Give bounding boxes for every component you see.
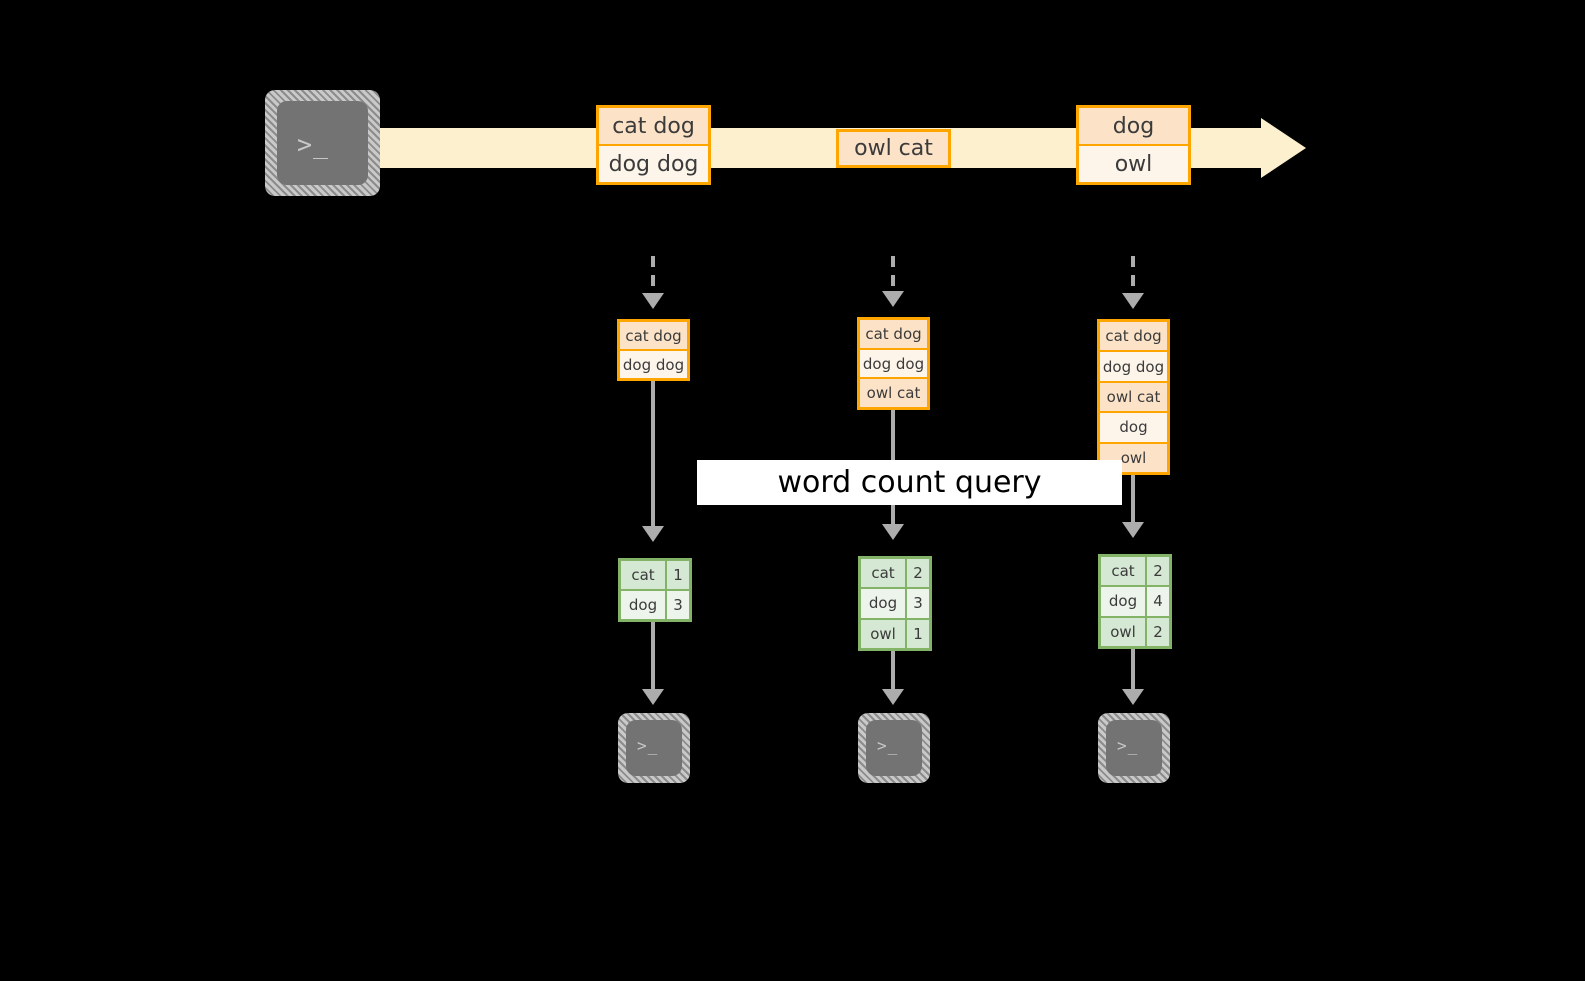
stack-row: owl cat <box>1100 380 1167 412</box>
column-3-query-connector <box>1131 475 1135 523</box>
column-2-record-stack[interactable]: cat dog dog dog owl cat <box>857 317 930 410</box>
terminal-prompt-glyph: >_ <box>877 736 899 755</box>
query-caption-band: word count query <box>697 460 1122 505</box>
terminal-prompt-glyph: >_ <box>1117 736 1139 755</box>
column-1-dashed-arrowhead <box>642 293 664 309</box>
result-word: dog <box>1101 587 1145 616</box>
record-line: owl <box>1079 144 1188 182</box>
stack-row: owl <box>1100 441 1167 473</box>
stack-row: dog dog <box>620 349 687 378</box>
table-row: owl 1 <box>861 617 929 648</box>
result-word: cat <box>621 561 665 589</box>
record-line: dog dog <box>599 144 708 182</box>
stream-arrow-head <box>1261 118 1306 178</box>
stack-row: owl cat <box>860 377 927 408</box>
column-3-sink-arrowhead <box>1122 689 1144 705</box>
column-1-sink-terminal-icon[interactable]: >_ <box>618 713 690 783</box>
stream-record-1[interactable]: cat dog dog dog <box>596 105 711 185</box>
column-1-record-stack[interactable]: cat dog dog dog <box>617 319 690 381</box>
column-3-record-stack[interactable]: cat dog dog dog owl cat dog owl <box>1097 319 1170 475</box>
column-2-sink-terminal-icon[interactable]: >_ <box>858 713 930 783</box>
result-count: 4 <box>1145 587 1169 616</box>
result-word: cat <box>1101 557 1145 586</box>
terminal-body <box>626 720 682 776</box>
result-count: 3 <box>905 589 929 618</box>
result-word: dog <box>621 591 665 619</box>
table-row: dog 3 <box>621 589 689 619</box>
result-count: 2 <box>905 559 929 588</box>
column-3-result-table[interactable]: cat 2 dog 4 owl 2 <box>1098 554 1172 649</box>
column-3-query-arrowhead <box>1122 522 1144 538</box>
table-row: cat 2 <box>861 559 929 588</box>
result-count: 2 <box>1145 557 1169 586</box>
column-1-dashed-connector <box>651 256 655 294</box>
result-count: 2 <box>1145 617 1169 646</box>
column-1-query-arrowhead <box>642 526 664 542</box>
column-2-result-table[interactable]: cat 2 dog 3 owl 1 <box>858 556 932 651</box>
result-count: 1 <box>665 561 689 589</box>
result-count: 3 <box>665 591 689 619</box>
result-word: dog <box>861 589 905 618</box>
stack-row: cat dog <box>1100 322 1167 351</box>
column-2-dashed-arrowhead <box>882 291 904 307</box>
terminal-body <box>277 101 368 185</box>
record-line: owl cat <box>839 132 948 165</box>
column-1-result-table[interactable]: cat 1 dog 3 <box>618 558 692 622</box>
table-row: owl 2 <box>1101 615 1169 646</box>
table-row: dog 3 <box>861 587 929 618</box>
stack-row: cat dog <box>620 322 687 349</box>
stream-record-2[interactable]: owl cat <box>836 129 951 168</box>
query-caption-label: word count query <box>777 465 1042 500</box>
stream-record-3[interactable]: dog owl <box>1076 105 1191 185</box>
result-word: cat <box>861 559 905 588</box>
column-1-sink-connector <box>651 622 655 690</box>
result-count: 1 <box>905 619 929 648</box>
stack-row: cat dog <box>860 320 927 348</box>
stack-row: dog <box>1100 411 1167 442</box>
table-row: cat 2 <box>1101 557 1169 586</box>
column-2-sink-connector <box>891 651 895 690</box>
column-1-query-connector <box>651 381 655 527</box>
source-terminal-icon[interactable]: >_ <box>265 90 380 196</box>
stack-row: dog dog <box>860 347 927 378</box>
table-row: cat 1 <box>621 561 689 589</box>
column-3-sink-terminal-icon[interactable]: >_ <box>1098 713 1170 783</box>
column-1-sink-arrowhead <box>642 689 664 705</box>
column-2-dashed-connector <box>891 256 895 292</box>
column-2-query-arrowhead <box>882 524 904 540</box>
result-word: owl <box>861 619 905 648</box>
terminal-body <box>1106 720 1162 776</box>
record-line: cat dog <box>599 108 708 144</box>
stack-row: dog dog <box>1100 350 1167 381</box>
column-3-dashed-connector <box>1131 256 1135 294</box>
terminal-prompt-glyph: >_ <box>297 130 330 159</box>
table-row: dog 4 <box>1101 585 1169 616</box>
result-word: owl <box>1101 617 1145 646</box>
column-2-sink-arrowhead <box>882 689 904 705</box>
terminal-body <box>866 720 922 776</box>
terminal-prompt-glyph: >_ <box>637 736 659 755</box>
column-3-dashed-arrowhead <box>1122 293 1144 309</box>
column-3-sink-connector <box>1131 649 1135 690</box>
record-line: dog <box>1079 108 1188 144</box>
